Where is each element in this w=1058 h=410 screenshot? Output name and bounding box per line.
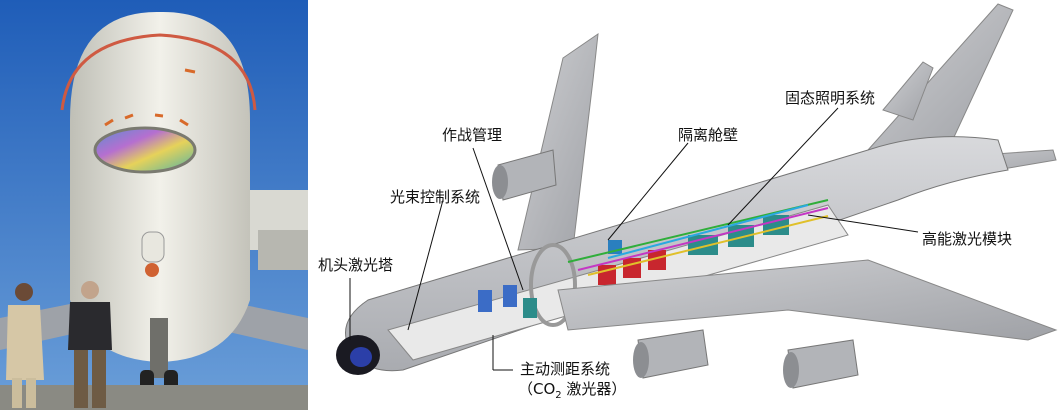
tarmac — [0, 385, 308, 410]
label-ssl: 固态照明系统 — [785, 89, 876, 107]
upper-wing — [517, 32, 599, 251]
label-hel-module: 高能激光模块 — [922, 230, 1013, 248]
horizontal-stabilizer-upper — [882, 61, 934, 121]
label-battle-management: 作战管理 — [442, 126, 503, 144]
sensor-pod — [141, 231, 165, 263]
equipment-racks — [478, 199, 829, 318]
leader-lines — [349, 107, 919, 371]
bulkhead-ring — [529, 243, 577, 327]
label-bulkhead: 隔离舱壁 — [678, 126, 739, 144]
fuselage — [70, 11, 250, 362]
label-nose-turret: 机头激光塔 — [318, 256, 394, 274]
vertical-stabilizer — [866, 3, 1014, 151]
label-co2-laser: （CO2 激光器） — [518, 380, 627, 401]
aircraft-cutaway-diagram — [336, 3, 1058, 389]
nose-turret-seam — [60, 33, 257, 111]
nose-landing-gear — [150, 318, 168, 378]
nose-turret-window — [93, 126, 197, 174]
label-active-ranging: 主动测距系统 — [520, 360, 611, 378]
person-left — [6, 283, 44, 408]
airborne-laser-photo — [0, 0, 308, 410]
person-right — [68, 281, 112, 408]
lower-wing — [557, 259, 1058, 341]
label-beam-control: 光束控制系统 — [390, 188, 481, 206]
